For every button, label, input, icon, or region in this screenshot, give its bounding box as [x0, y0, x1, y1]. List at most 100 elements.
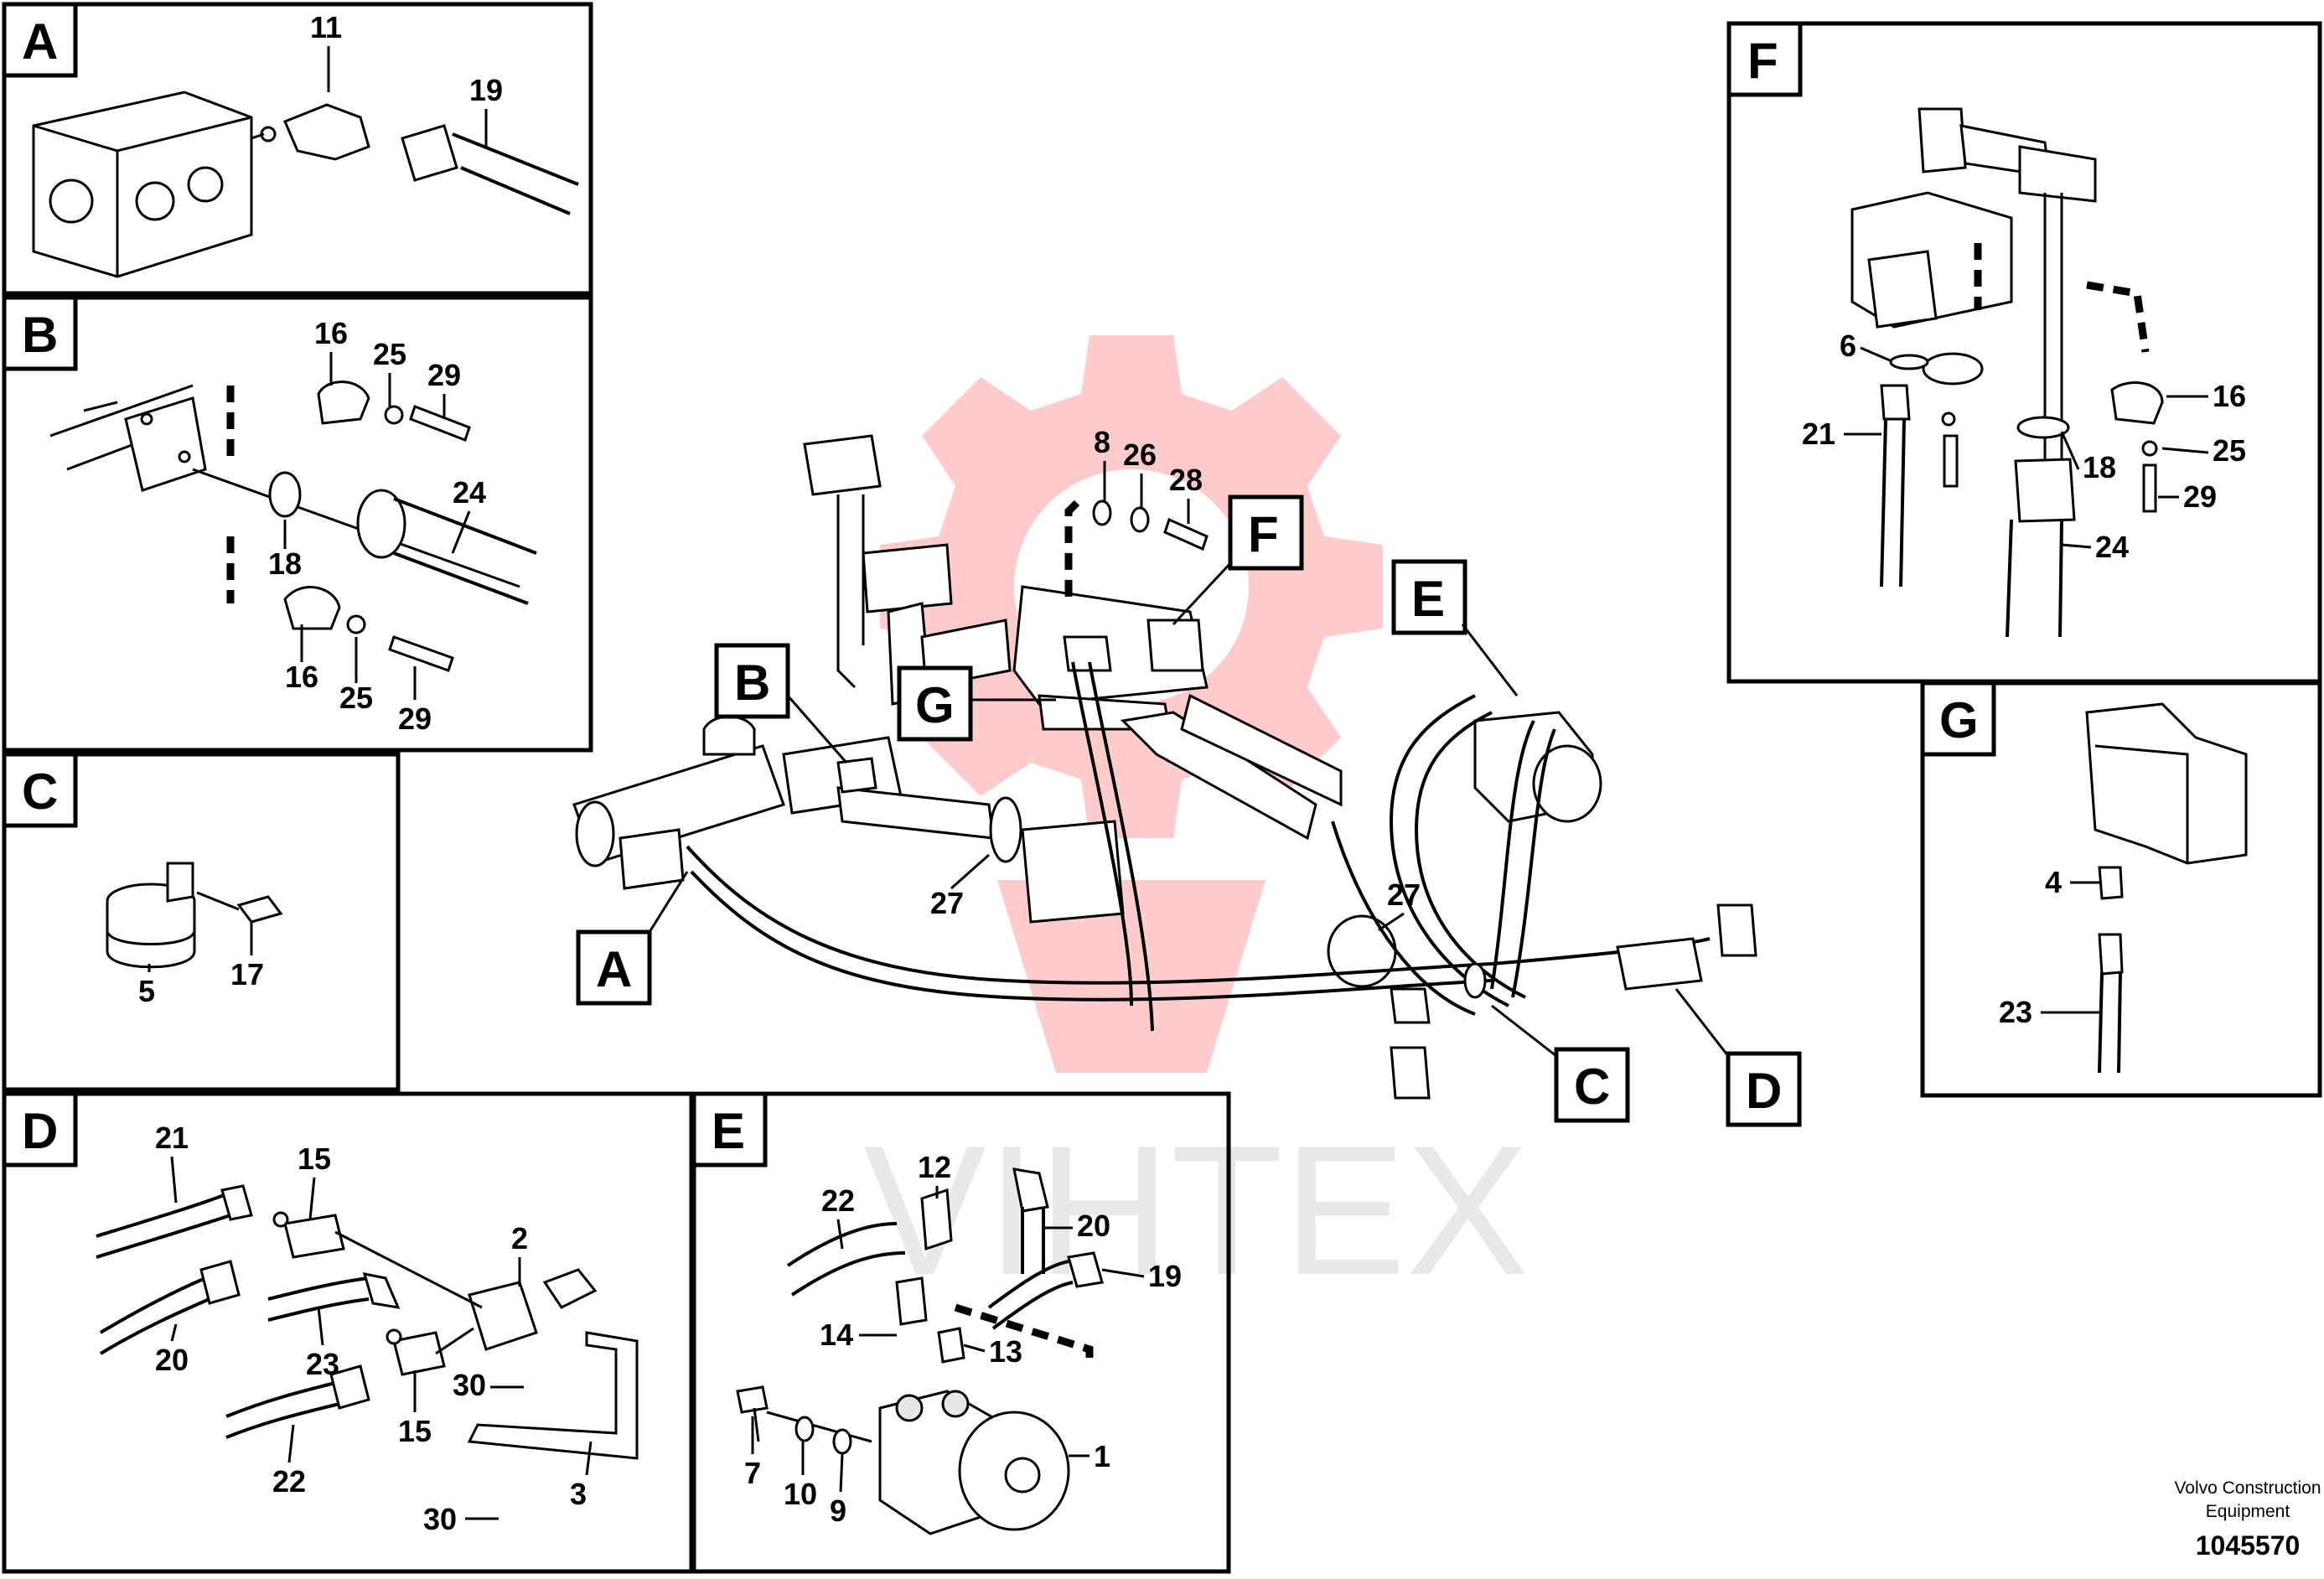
svg-text:9: 9 — [830, 1494, 846, 1528]
svg-text:A: A — [596, 941, 632, 997]
svg-text:29: 29 — [427, 358, 461, 392]
panel-d-label: D — [22, 1103, 58, 1159]
elbow-fitting-11 — [251, 103, 370, 161]
tee-fitting-15-bottom — [386, 1328, 446, 1376]
drawing-number: 1045570 — [2196, 1530, 2301, 1561]
svg-text:29: 29 — [2183, 479, 2217, 514]
panel-a: A 11 19 — [2, 2, 593, 296]
svg-text:F: F — [1248, 506, 1279, 562]
main-tag-g: G — [897, 665, 1056, 742]
panel-b: B 16 25 29 24 18 16 — [2, 295, 593, 753]
svg-text:25: 25 — [2213, 433, 2246, 468]
svg-text:16: 16 — [314, 316, 348, 350]
pump-1 — [878, 1390, 1070, 1535]
panel-g: G 4 23 — [1920, 681, 2322, 1098]
fittings-e — [895, 1167, 1104, 1364]
svg-text:18: 18 — [2083, 450, 2116, 484]
svg-text:B: B — [734, 655, 770, 711]
svg-text:25: 25 — [339, 681, 373, 715]
panel-c: C 5 17 — [2, 752, 401, 1092]
svg-text:5: 5 — [138, 974, 155, 1008]
valve-g — [2085, 702, 2248, 865]
panel-e-label: E — [712, 1103, 745, 1159]
main-tag-c: C — [1491, 1004, 1630, 1123]
svg-text:1: 1 — [1094, 1439, 1110, 1473]
sensor-block-2 — [468, 1268, 598, 1351]
svg-text:G: G — [915, 677, 955, 733]
hoses-illustration — [96, 1184, 401, 1439]
bolt-17 — [196, 891, 283, 924]
svg-text:4: 4 — [2045, 865, 2062, 899]
footer-block: Volvo Construction Equipment 1045570 — [2174, 1478, 2321, 1561]
svg-text:21: 21 — [1802, 417, 1835, 451]
svg-text:15: 15 — [398, 1414, 432, 1448]
tee-fitting-15-top — [272, 1211, 345, 1259]
svg-text:15: 15 — [298, 1142, 331, 1176]
svg-text:25: 25 — [373, 337, 406, 371]
valve-block-illustration — [32, 91, 253, 278]
svg-text:27: 27 — [930, 886, 964, 920]
svg-text:14: 14 — [820, 1318, 853, 1352]
pipe-flange-illustration — [49, 384, 207, 492]
panel-e: E 12 22 20 19 14 13 — [691, 1091, 1231, 1574]
svg-text:12: 12 — [918, 1150, 951, 1184]
main-tag-f: F — [1172, 494, 1304, 626]
svg-text:27: 27 — [1387, 878, 1421, 912]
svg-text:C: C — [1574, 1059, 1610, 1115]
svg-text:11: 11 — [310, 10, 342, 44]
svg-text:13: 13 — [989, 1334, 1022, 1369]
watermark-text: VIHTEX — [863, 1107, 1529, 1313]
svg-text:19: 19 — [469, 73, 503, 107]
svg-text:24: 24 — [2095, 530, 2129, 564]
svg-text:29: 29 — [398, 701, 432, 736]
svg-text:16: 16 — [285, 660, 318, 694]
panel-g-label: G — [1939, 692, 1979, 748]
svg-text:7: 7 — [744, 1456, 761, 1490]
svg-text:26: 26 — [1123, 437, 1157, 472]
flange-clamp-16-bottom — [283, 586, 341, 630]
panel-f-label: F — [1747, 33, 1778, 89]
hose-24 — [356, 489, 537, 605]
svg-text:8: 8 — [1094, 425, 1110, 459]
svg-text:D: D — [1746, 1063, 1782, 1119]
svg-text:16: 16 — [2213, 379, 2246, 413]
svg-text:2: 2 — [511, 1221, 528, 1255]
panel-d: D 21 15 2 — [2, 1091, 694, 1574]
svg-text:17: 17 — [230, 957, 264, 991]
svg-text:24: 24 — [453, 475, 486, 510]
svg-text:20: 20 — [155, 1343, 189, 1377]
svg-text:E: E — [1411, 571, 1445, 627]
svg-text:10: 10 — [784, 1477, 817, 1511]
panel-a-label: A — [22, 13, 58, 70]
hose-19 — [401, 124, 579, 215]
svg-text:23: 23 — [1999, 995, 2032, 1029]
bracket-3 — [467, 1331, 639, 1460]
svg-text:3: 3 — [570, 1477, 587, 1511]
svg-text:30: 30 — [423, 1502, 457, 1536]
valve-assembly-f — [1850, 107, 2097, 386]
hose-clamp-5 — [106, 862, 196, 969]
main-assembly — [572, 434, 1757, 1100]
flange-clamp-16-top — [317, 381, 370, 425]
svg-text:22: 22 — [272, 1464, 306, 1499]
company-name: Volvo Construction — [2174, 1478, 2321, 1498]
main-tag-a: A — [576, 871, 689, 1006]
svg-text:23: 23 — [306, 1347, 339, 1381]
main-tag-d: D — [1674, 988, 1802, 1127]
svg-text:18: 18 — [268, 546, 302, 581]
svg-text:21: 21 — [155, 1121, 189, 1155]
svg-text:30: 30 — [453, 1368, 486, 1402]
hose-21-f — [1880, 384, 1911, 588]
main-tag-b: B — [714, 643, 848, 764]
main-tag-e: E — [1391, 559, 1519, 696]
main-callouts: 8 26 28 27 27 — [930, 425, 1421, 932]
svg-text:28: 28 — [1169, 463, 1203, 497]
panel-c-label: C — [22, 764, 58, 820]
svg-text:6: 6 — [1840, 329, 1856, 363]
svg-text:19: 19 — [1148, 1259, 1182, 1293]
panel-f: F 6 16 21 25 18 — [1726, 21, 2322, 684]
company-name-line2: Equipment — [2206, 1502, 2290, 1521]
svg-text:22: 22 — [821, 1183, 855, 1218]
hose-24-f — [2006, 458, 2076, 638]
